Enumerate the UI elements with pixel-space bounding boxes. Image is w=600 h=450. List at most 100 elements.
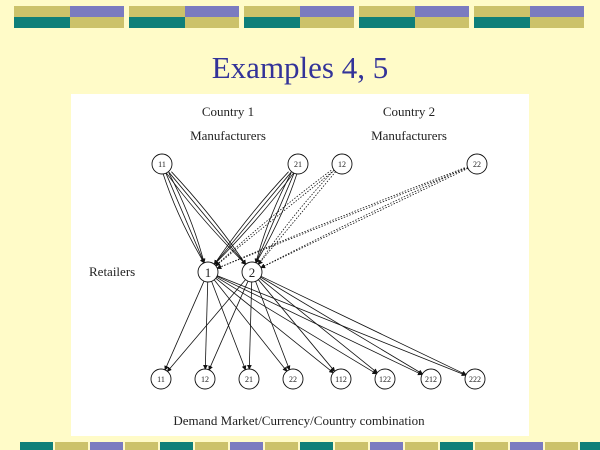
manufacturer-node-12: 12	[331, 153, 353, 175]
demand-market-node-222-circle	[464, 368, 486, 390]
demand-market-node-222: 222	[464, 368, 486, 390]
edge-retailer-market	[208, 280, 249, 371]
demand-market-label: Demand Market/Currency/Country combinati…	[173, 413, 425, 428]
bottom-bar-segment	[510, 442, 543, 450]
retailer-node-1-circle	[197, 261, 219, 283]
bottom-bar-segment	[90, 442, 123, 450]
edge-manufacturer-retailer	[168, 171, 247, 265]
bottom-bar-segment	[300, 442, 333, 450]
bottom-bar-segment	[55, 442, 88, 450]
demand-market-node-21-label: 21	[245, 375, 253, 384]
edge-manufacturer-retailer	[171, 171, 247, 265]
demand-market-node-212: 212	[420, 368, 442, 390]
bottom-bar-segment	[440, 442, 473, 450]
slide-title: Examples 4, 5	[211, 50, 389, 85]
top-bar-segment	[185, 6, 239, 17]
retailer-node-2-circle	[241, 261, 263, 283]
top-bar-segment	[70, 6, 124, 17]
top-bar-segment	[129, 6, 185, 17]
edge-manufacturer-retailer	[165, 171, 247, 265]
manufacturer-node-12-circle	[331, 153, 353, 175]
top-decorative-bar	[0, 6, 600, 28]
edge-retailer-market	[164, 280, 205, 371]
edge-retailer-market	[259, 277, 378, 374]
demand-market-node-11-circle	[150, 368, 172, 390]
edge-manufacturer-retailer	[213, 171, 289, 265]
top-bar-segment	[359, 17, 415, 28]
top-bar-segment	[530, 17, 584, 28]
top-bar-segment	[359, 6, 415, 17]
bottom-bar-segment	[125, 442, 158, 450]
edge-manufacturer-retailer	[216, 167, 465, 269]
bottom-bar-segment	[230, 442, 263, 450]
top-bar-segment	[129, 17, 185, 28]
demand-market-node-222-label: 222	[469, 375, 481, 384]
edge-manufacturer-retailer	[255, 173, 298, 264]
bottom-bar-segment	[265, 442, 298, 450]
top-bar-segment	[244, 17, 300, 28]
edge-retailer-market	[258, 279, 336, 372]
top-bar-segment	[474, 17, 530, 28]
demand-market-node-22-label: 22	[289, 375, 297, 384]
demand-market-node-12: 12	[194, 368, 216, 390]
edge-manufacturer-retailer	[165, 173, 205, 264]
retailers-label: Retailers	[89, 264, 135, 279]
edge-retailer-market	[216, 275, 423, 376]
edge-manufacturer-retailer	[257, 171, 336, 265]
bottom-bar-segment	[195, 442, 228, 450]
edge-manufacturer-retailer	[260, 167, 469, 269]
demand-market-node-122-circle	[374, 368, 396, 390]
top-bar-segment	[300, 17, 354, 28]
country2-sublabel: Manufacturers	[371, 128, 447, 143]
edge-manufacturer-retailer	[213, 171, 292, 265]
country2-label: Country 2	[383, 104, 435, 119]
edge-retailer-market	[246, 281, 253, 370]
top-bar-segment	[14, 6, 70, 17]
country1-label: Country 1	[202, 104, 254, 119]
edge-manufacturer-retailer	[162, 173, 205, 264]
demand-market-node-11-label: 11	[157, 375, 165, 384]
bottom-bar-segment	[580, 442, 600, 450]
demand-market-node-11: 11	[150, 368, 172, 390]
edge-retailer-market	[255, 281, 291, 371]
demand-market-node-112-circle	[330, 368, 352, 390]
bottom-bar-segment	[20, 442, 53, 450]
retailer-node-2-label: 2	[249, 265, 256, 280]
manufacturer-node-11-label: 11	[158, 160, 166, 169]
manufacturer-node-21-label: 21	[294, 160, 302, 169]
bottom-bar-segment	[475, 442, 508, 450]
top-bar-segment	[415, 17, 469, 28]
edge-manufacturer-retailer	[257, 171, 333, 265]
edge-retailer-market	[166, 279, 246, 372]
manufacturer-node-21: 21	[287, 153, 309, 175]
demand-market-node-212-label: 212	[425, 375, 437, 384]
edge-retailer-market	[260, 275, 467, 376]
demand-market-node-22: 22	[282, 368, 304, 390]
retailer-node-2: 2	[241, 261, 263, 283]
manufacturer-node-12-label: 12	[338, 160, 346, 169]
demand-market-node-21: 21	[238, 368, 260, 390]
demand-market-node-122: 122	[374, 368, 396, 390]
top-bar-segment	[14, 17, 70, 28]
bottom-decorative-bar	[0, 442, 600, 450]
bottom-bar-segment	[370, 442, 403, 450]
edge-manufacturer-retailer	[168, 173, 206, 264]
retailer-node-1-label: 1	[205, 265, 212, 280]
edge-manufacturer-retailer	[254, 173, 292, 264]
top-bar-segment	[300, 6, 354, 17]
edge-manufacturer-retailer	[215, 169, 335, 267]
demand-market-node-22-circle	[282, 368, 304, 390]
bottom-bar-segment	[545, 442, 578, 450]
edge-retailer-market	[260, 276, 424, 375]
country1-sublabel: Manufacturers	[190, 128, 266, 143]
demand-market-node-12-circle	[194, 368, 216, 390]
top-bar-segment	[244, 6, 300, 17]
bottom-bar-segment	[160, 442, 193, 450]
manufacturer-node-22: 22	[466, 153, 488, 175]
demand-market-node-112-label: 112	[335, 375, 347, 384]
top-bar-segment	[415, 6, 469, 17]
demand-market-node-21-circle	[238, 368, 260, 390]
